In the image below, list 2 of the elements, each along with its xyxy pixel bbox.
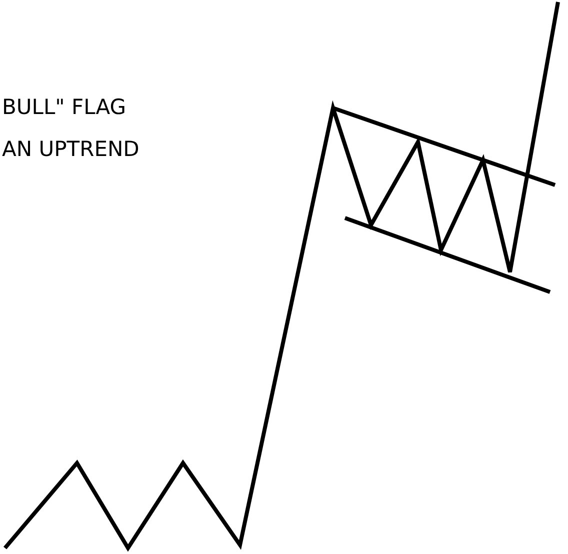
caption-text: BULL" FLAG bbox=[2, 95, 126, 119]
caption-text: AN UPTREND bbox=[2, 137, 140, 161]
